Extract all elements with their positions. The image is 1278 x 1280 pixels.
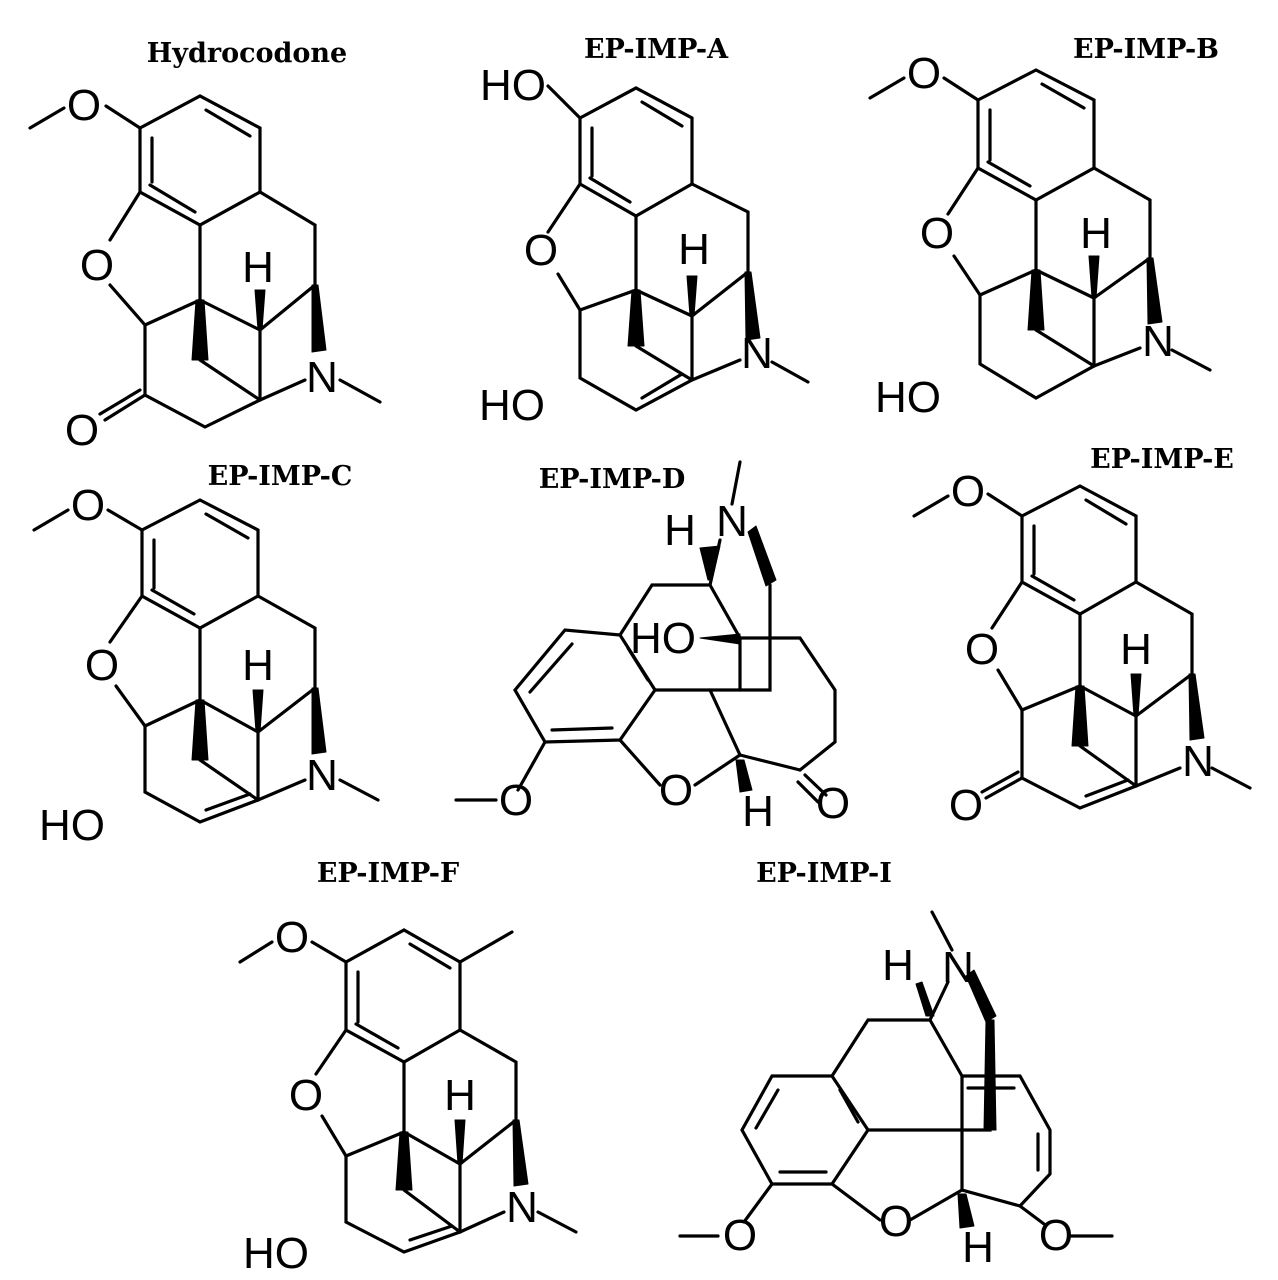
atom-o-bridge: O — [524, 226, 558, 275]
atom-o-methoxy: O — [71, 481, 105, 530]
caption-ep-imp-i: EP-IMP-I — [756, 858, 892, 889]
bonds-ep-imp-b — [868, 68, 1212, 400]
atom-h: H — [678, 225, 710, 274]
structure-ep-imp-c: EP-IMP-C O O HO H — [32, 461, 380, 850]
atom-h-bottom: H — [962, 1223, 994, 1272]
atom-o-bridge: O — [879, 1197, 913, 1246]
atom-o-bridge: O — [289, 1071, 323, 1120]
atom-o-methoxy: O — [499, 776, 533, 825]
wedge-bonds-ep-imp-b — [1027, 255, 1163, 331]
wedge-bonds-hydrocodone — [191, 284, 327, 361]
atom-o-keto: O — [816, 779, 850, 828]
atom-ho-bottom: HO — [243, 1229, 309, 1278]
bonds-ep-imp-a — [546, 84, 810, 412]
atom-o-methoxy: O — [951, 467, 985, 516]
atom-n: N — [741, 329, 773, 378]
atom-ho-bottom: HO — [39, 801, 105, 850]
atom-o-methoxy-left: O — [723, 1211, 757, 1260]
wedge-bonds-ep-imp-i — [915, 969, 997, 1229]
atom-ho: HO — [630, 614, 696, 663]
atom-ho-bottom: HO — [479, 381, 545, 430]
structure-ep-imp-b: EP-IMP-B O O HO H N — [868, 34, 1219, 422]
atom-h: H — [1120, 625, 1152, 674]
atom-h: H — [1080, 209, 1112, 258]
atom-ho-top: HO — [480, 61, 546, 110]
atom-n: N — [716, 497, 748, 546]
wedge-bonds-ep-imp-e — [1071, 673, 1205, 747]
caption-ep-imp-b: EP-IMP-B — [1073, 34, 1219, 65]
atom-h-bottom: H — [742, 787, 774, 836]
caption-ep-imp-f: EP-IMP-F — [317, 858, 459, 889]
atom-o-methoxy-right: O — [1039, 1211, 1073, 1260]
structure-ep-imp-i: EP-IMP-I — [678, 858, 1114, 1272]
wedge-bonds-ep-imp-d — [699, 525, 777, 793]
atom-o-bridge: O — [965, 625, 999, 674]
atom-h: H — [242, 641, 274, 690]
structure-ep-imp-e: EP-IMP-E O — [912, 444, 1252, 830]
atom-h-top: H — [664, 506, 696, 555]
atom-o-keto: O — [65, 406, 99, 455]
structure-hydrocodone: Hydrocodone O O — [28, 38, 382, 455]
caption-hydrocodone: Hydrocodone — [147, 38, 347, 69]
atom-n: N — [506, 1183, 538, 1232]
atom-o-methoxy: O — [67, 81, 101, 130]
atom-o-bridge: O — [85, 641, 119, 690]
bonds-ep-imp-c — [32, 498, 380, 824]
atom-o-keto: O — [949, 781, 983, 830]
caption-ep-imp-c: EP-IMP-C — [208, 461, 353, 492]
atom-h-top: H — [882, 941, 914, 990]
atom-o-bridge: O — [659, 766, 693, 815]
bonds-ep-imp-f — [238, 928, 578, 1254]
caption-ep-imp-a: EP-IMP-A — [584, 34, 729, 65]
structure-ep-imp-a: EP-IMP-A HO O HO H N — [479, 34, 810, 430]
atom-n: N — [306, 353, 338, 402]
caption-ep-imp-e: EP-IMP-E — [1090, 444, 1234, 475]
atom-n: N — [1142, 317, 1174, 366]
wedge-bonds-ep-imp-c — [191, 687, 327, 761]
structure-ep-imp-d: EP-IMP-D H — [454, 460, 850, 836]
atom-o-methoxy: O — [907, 49, 941, 98]
structure-ep-imp-f: EP-IMP-F O O H — [238, 858, 578, 1278]
wedge-bonds-ep-imp-f — [395, 1119, 529, 1191]
atom-o-bridge: O — [80, 241, 114, 290]
atom-o-methoxy: O — [275, 913, 309, 962]
bonds-ep-imp-e — [912, 484, 1252, 810]
bonds-hydrocodone — [28, 94, 382, 429]
atom-h: H — [242, 243, 274, 292]
atom-n: N — [942, 943, 974, 992]
caption-ep-imp-d: EP-IMP-D — [539, 464, 686, 495]
atom-o-bridge: O — [920, 209, 954, 258]
atom-h: H — [444, 1071, 476, 1120]
wedge-bonds-ep-imp-a — [627, 271, 761, 347]
atom-ho-bottom: HO — [875, 373, 941, 422]
atom-n: N — [1182, 737, 1214, 786]
atom-n: N — [306, 751, 338, 800]
